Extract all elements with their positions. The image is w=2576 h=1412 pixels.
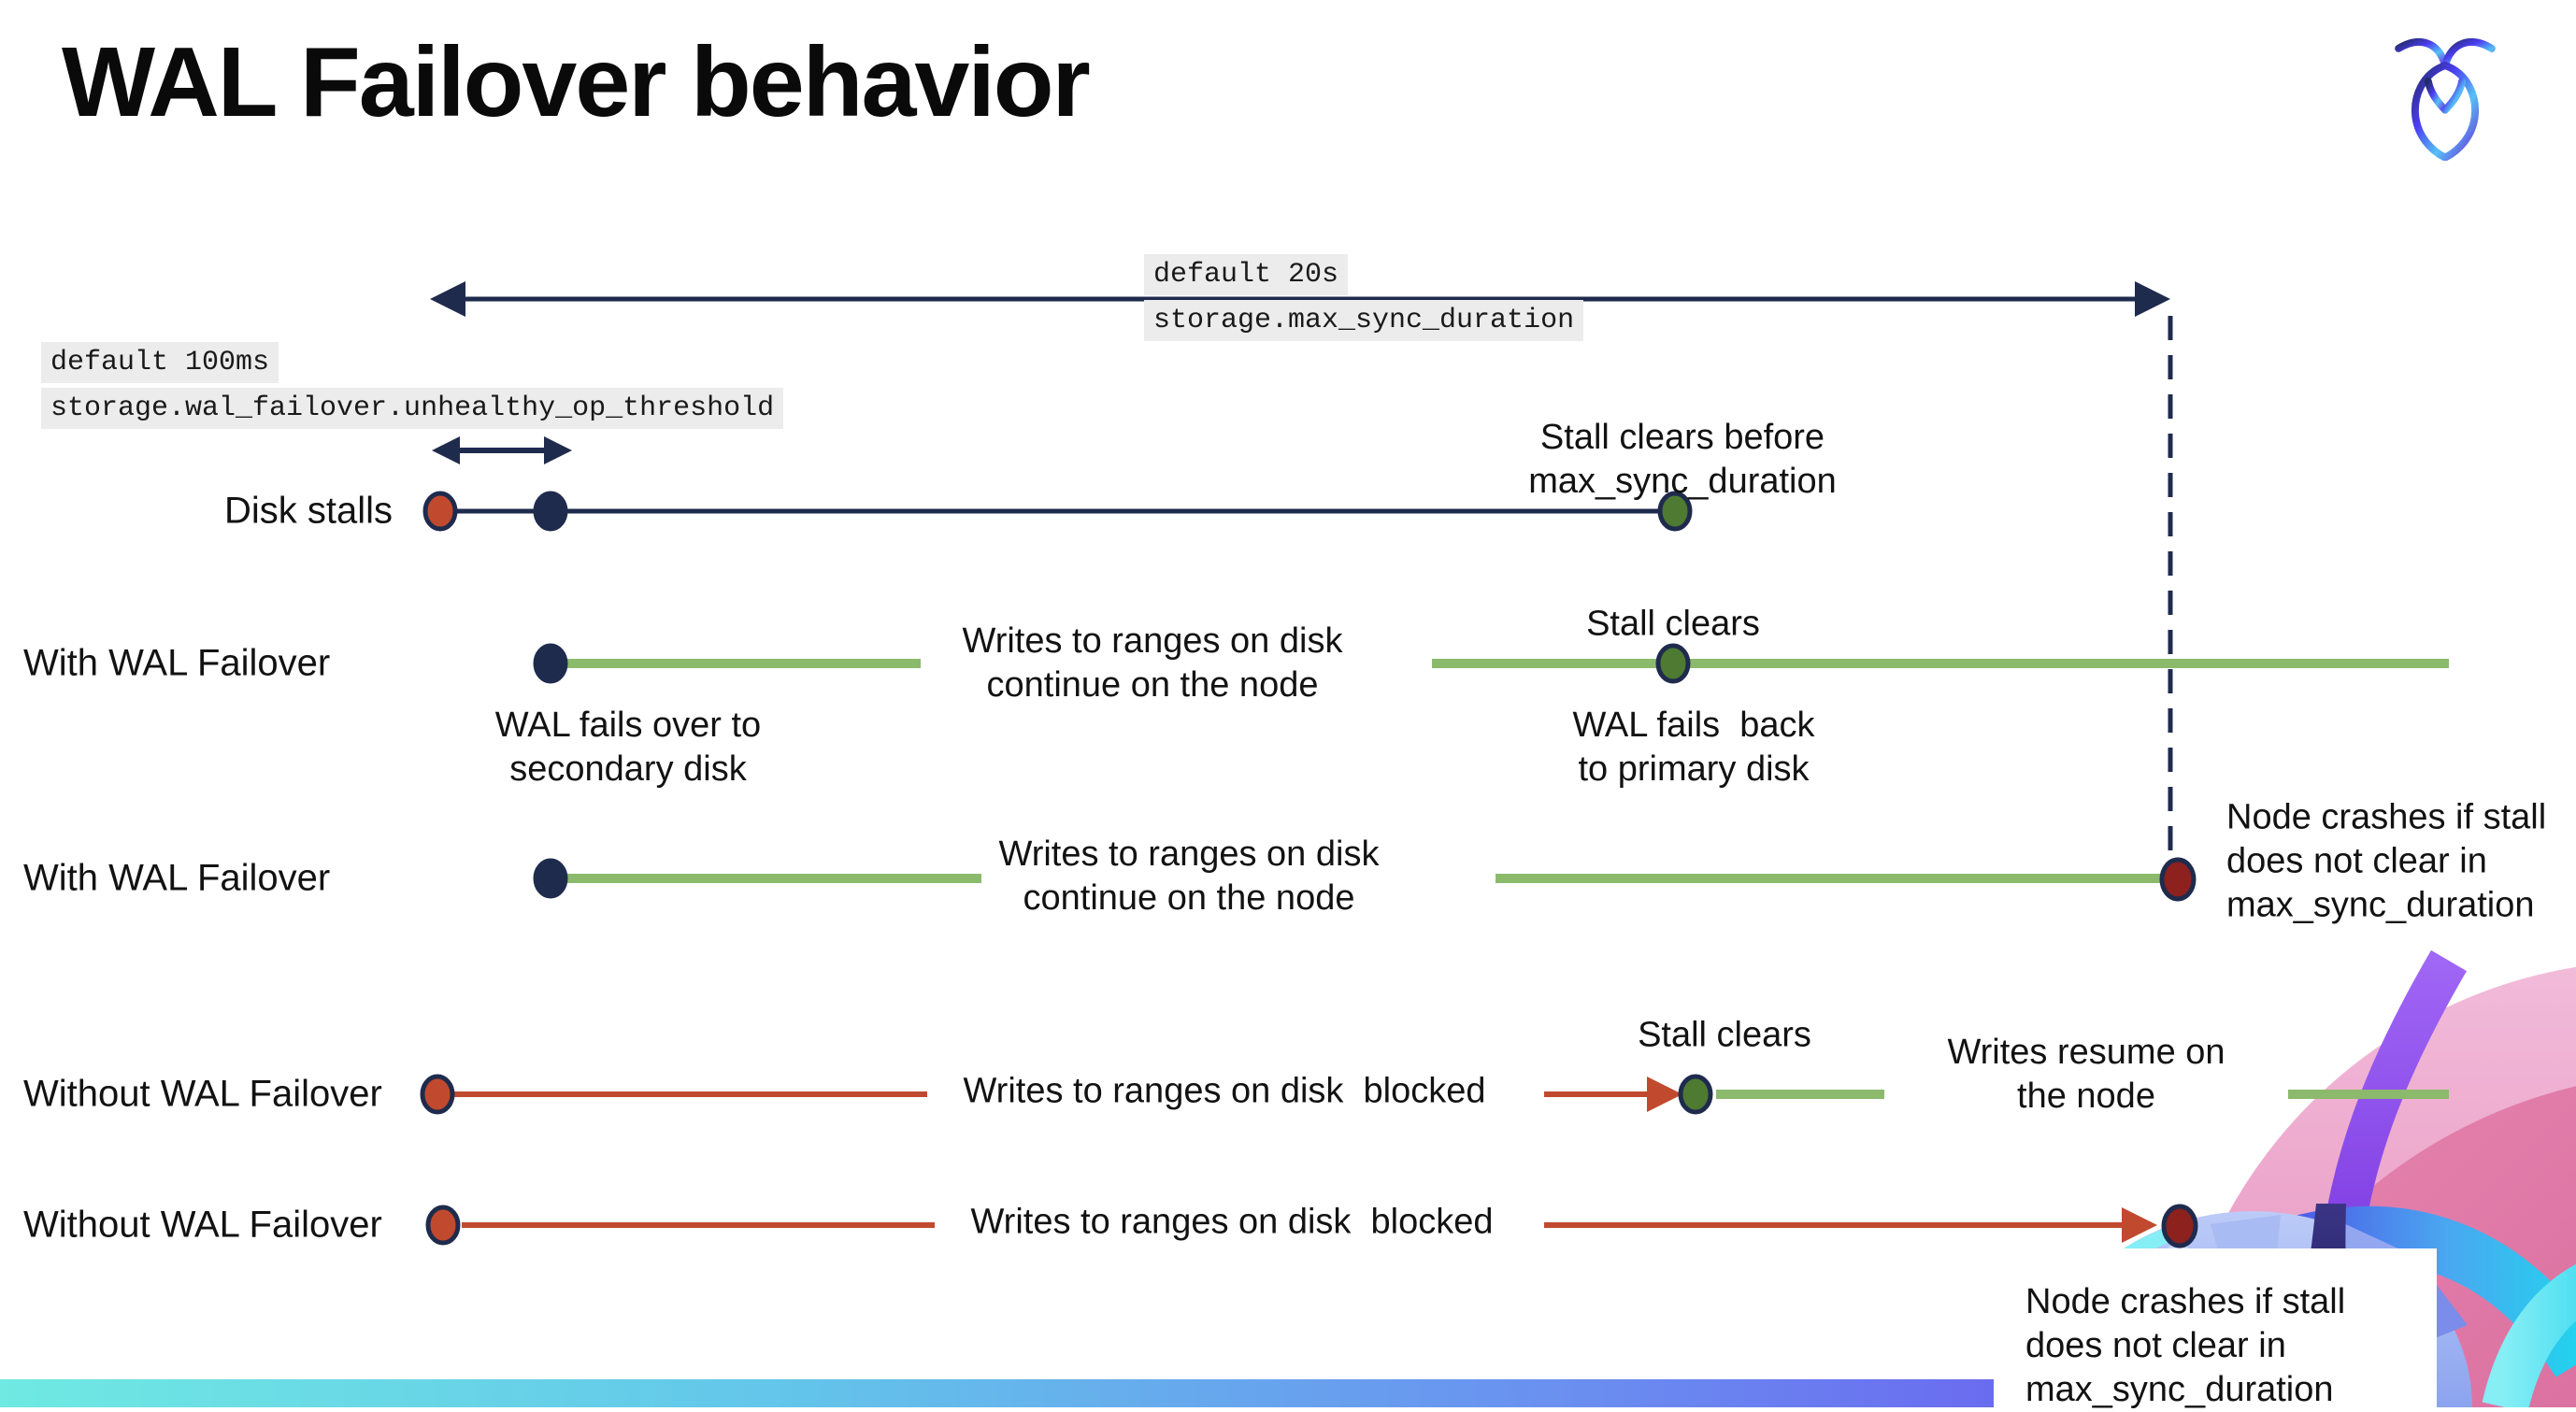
- page-title: WAL Failover behavior: [62, 27, 1091, 137]
- row-label-with-failover-1: With WAL Failover: [23, 642, 331, 684]
- row-with-failover-2-line: [533, 857, 2197, 902]
- unhealthy-op-threshold-setting: default 100ms storage.wal_failover.unhea…: [41, 342, 784, 434]
- row-without-failover-1-line: [420, 1074, 2449, 1115]
- cockroachdb-logo-icon: [2395, 38, 2496, 161]
- max-sync-duration-arrow: [430, 281, 2170, 317]
- row-label-without-failover-1: Without WAL Failover: [23, 1073, 382, 1115]
- row-without-failover-2-line: [425, 1204, 2198, 1248]
- setting-name: storage.max_sync_duration: [1144, 300, 1584, 341]
- setting-default-value: default 100ms: [41, 342, 279, 383]
- crash-dot: [2161, 1204, 2198, 1248]
- failback-note: WAL fails back to primary disk: [1572, 705, 1815, 789]
- crash-note-with-failover: Node crashes if stall does not clear in …: [2226, 797, 2547, 925]
- crash-dot: [2159, 857, 2197, 902]
- writes-resume-note: Writes resume on the node: [1947, 1032, 2225, 1116]
- failover-note: WAL fails over to secondary disk: [494, 705, 762, 789]
- stall-clears-note-1: Stall clears: [1586, 604, 1760, 644]
- crash-callout-box: Node crashes if stall does not clear in …: [1994, 1248, 2437, 1409]
- writes-blocked-note-2: Writes to ranges on disk blocked: [970, 1202, 1494, 1242]
- threshold-dot: [533, 491, 568, 532]
- blocked-arrowhead: [2122, 1207, 2157, 1243]
- setting-name: storage.wal_failover.unhealthy_op_thresh…: [41, 388, 784, 429]
- row-with-failover-1-line: [533, 643, 2449, 684]
- stall-clears-before-note: Stall clears before max_sync_duration: [1528, 417, 1837, 501]
- art-cyan-arc: [2482, 1263, 2576, 1407]
- stall-start-dot: [425, 1205, 461, 1246]
- row-label-with-failover-2: With WAL Failover: [23, 857, 331, 899]
- failover-dot: [533, 858, 568, 899]
- writes-continue-note-2: Writes to ranges on disk continue on the…: [998, 834, 1380, 918]
- max-sync-duration-setting: default 20s storage.max_sync_duration: [1144, 254, 1584, 346]
- setting-default-value: default 20s: [1144, 254, 1349, 295]
- stall-start-dot: [420, 1074, 455, 1115]
- writes-blocked-note-1: Writes to ranges on disk blocked: [963, 1071, 1486, 1111]
- failover-dot: [533, 643, 568, 684]
- row-label-disk-stalls: Disk stalls: [224, 490, 394, 532]
- stall-clear-dot: [1655, 643, 1691, 684]
- row-disk-stalls-line: [422, 491, 1693, 532]
- unhealthy-op-threshold-arrow: [432, 436, 572, 464]
- stall-clears-note-2: Stall clears: [1638, 1015, 1811, 1055]
- stall-clear-dot: [1678, 1074, 1713, 1115]
- stall-clear-dot: [1657, 491, 1693, 532]
- stall-start-dot: [422, 491, 458, 532]
- crash-note-without-failover: Node crashes if stall does not clear in …: [2025, 1282, 2346, 1410]
- blocked-arrowhead: [1647, 1077, 1682, 1112]
- writes-continue-note-1: Writes to ranges on disk continue on the…: [962, 620, 1343, 705]
- row-label-without-failover-2: Without WAL Failover: [23, 1204, 382, 1246]
